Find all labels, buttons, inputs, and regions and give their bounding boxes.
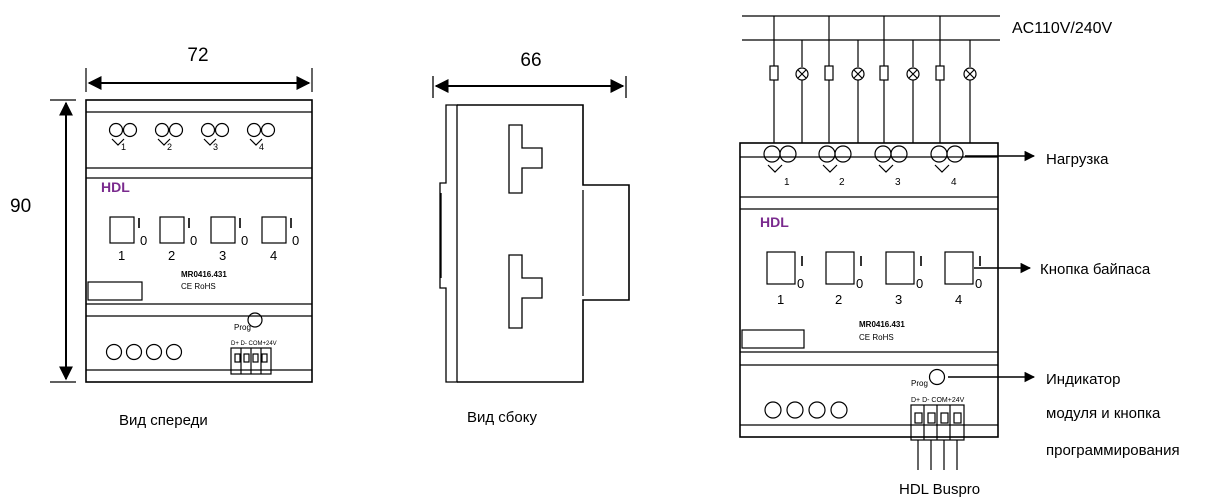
wiring-terminal-label: 2 xyxy=(839,177,845,188)
wiring-load-terminals xyxy=(763,145,964,173)
bypass-callout: Кнопка байпаса xyxy=(1040,261,1151,278)
wiring-prog-label: Prog xyxy=(911,379,928,388)
wiring-brand: HDL xyxy=(760,214,789,230)
front-prog-label: Prog xyxy=(234,323,251,332)
wiring-channel-label: 3 xyxy=(895,292,902,307)
bus-label: HDL Buspro xyxy=(899,481,980,498)
supply-voltage-label: AC110V/240V xyxy=(1012,20,1113,37)
front-channel-label: 3 xyxy=(219,248,226,263)
front-bus-connector xyxy=(230,347,272,375)
front-model: MR0416.431 xyxy=(181,270,227,279)
wiring-model: MR0416.431 xyxy=(859,320,905,329)
front-switch-off: 0 xyxy=(190,233,197,248)
front-bypass-buttons xyxy=(109,216,292,244)
indicator-callout-line3: программирования xyxy=(1046,442,1180,459)
front-housing xyxy=(85,99,313,383)
front-label-slot xyxy=(87,281,143,301)
front-bus-terminals-label: D+ D- COM+24V xyxy=(231,341,277,347)
front-view xyxy=(50,68,313,383)
wiring-channel-label: 1 xyxy=(777,292,784,307)
wiring-bus-connector xyxy=(910,404,965,470)
side-view xyxy=(432,76,630,383)
wiring-bus-terminals-label: D+ D- COM+24V xyxy=(911,397,965,404)
switch-on-marks: I xyxy=(0,0,1,1)
wiring-diagram xyxy=(739,15,1036,470)
wiring-switch-off: 0 xyxy=(916,276,923,291)
front-terminal-label: 2 xyxy=(167,142,172,152)
front-prog-button xyxy=(247,312,263,328)
wiring-prog-button xyxy=(928,368,946,386)
side-din-clip xyxy=(439,104,458,383)
front-switch-off: 0 xyxy=(241,233,248,248)
side-view-caption: Вид сбоку xyxy=(467,409,537,426)
wiring-terminal-label: 3 xyxy=(895,177,901,188)
front-channel-label: 4 xyxy=(270,248,277,263)
front-terminal-label: 3 xyxy=(213,142,218,152)
front-view-caption: Вид спереди xyxy=(119,412,208,429)
wiring-label-slot xyxy=(741,329,805,349)
indicator-callout-line1: Индикатор xyxy=(1046,371,1121,388)
height-dimension: 90 xyxy=(10,196,31,217)
front-switch-off: 0 xyxy=(292,233,299,248)
side-housing xyxy=(457,104,630,383)
front-load-terminals xyxy=(108,122,276,146)
wiring-bypass-buttons xyxy=(766,251,981,285)
front-cert: CE RoHS xyxy=(181,282,216,291)
wiring-terminal-label: 1 xyxy=(784,177,790,188)
front-terminal-label: 4 xyxy=(259,142,264,152)
front-switch-off: 0 xyxy=(140,233,147,248)
wiring-terminal-label: 4 xyxy=(951,177,957,188)
wiring-module-housing xyxy=(739,142,999,438)
load-callout: Нагрузка xyxy=(1046,151,1109,168)
switch-on-label: I xyxy=(0,0,1,1)
front-channel-label: 2 xyxy=(168,248,175,263)
wiring-switch-off: 0 xyxy=(975,276,982,291)
depth-dimension: 66 xyxy=(520,50,541,71)
width-dimension: 72 xyxy=(187,45,208,66)
wiring-channel-label: 2 xyxy=(835,292,842,307)
wiring-switch-off: 0 xyxy=(856,276,863,291)
indicator-callout-line2: модуля и кнопка xyxy=(1046,405,1161,422)
front-brand: HDL xyxy=(101,179,130,195)
front-terminal-label: 1 xyxy=(121,142,126,152)
wiring-cert: CE RoHS xyxy=(859,333,894,342)
wiring-channel-label: 4 xyxy=(955,292,962,307)
wiring-switch-off: 0 xyxy=(797,276,804,291)
front-channel-label: 1 xyxy=(118,248,125,263)
